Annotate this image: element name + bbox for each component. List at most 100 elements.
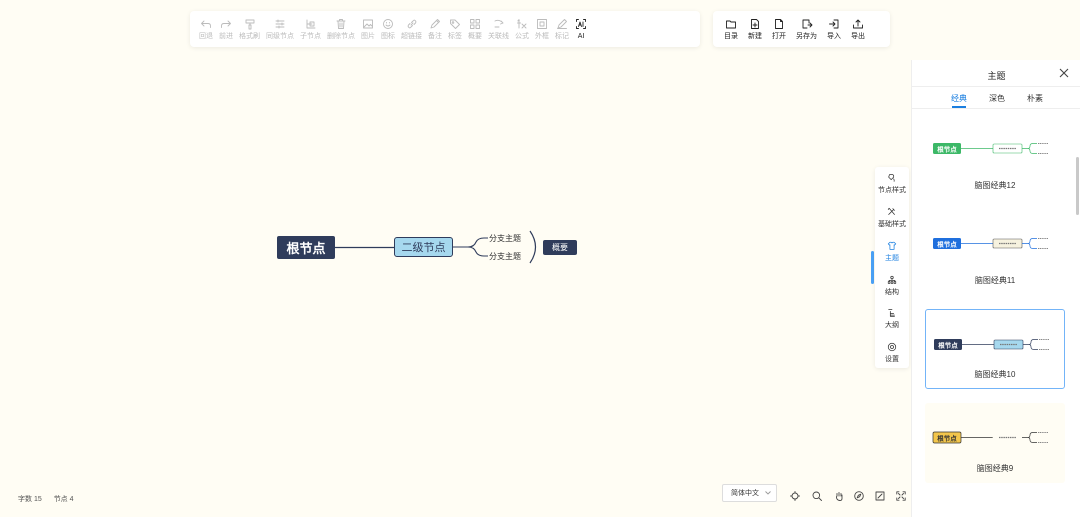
import-icon [828,18,840,30]
toolbar-button-emoji[interactable]: 图标 [381,13,395,45]
summary-icon [469,18,481,30]
toolbar-button-label: 标签 [448,32,462,40]
toolbar-button-import[interactable]: 导入 [827,13,841,45]
summary-node[interactable]: 概要 [543,240,577,255]
link-icon [407,19,416,28]
zoom-icon [812,491,822,501]
branch-node-2[interactable]: 分支主题 [489,252,521,261]
edit-toolbar: 回退前进格式刷同级节点子节点删除节点图片图标超链接备注标签概要关联线公式外框标记… [190,11,700,47]
tab-classic[interactable]: 经典 [951,94,967,103]
toolbar-button-redo[interactable]: 前进 [219,13,233,45]
redo-icon [220,18,232,30]
zoom-button[interactable] [812,488,822,501]
locate-icon [790,491,800,501]
toolbar-button-label: 公式 [515,32,529,40]
navigator-button[interactable] [854,488,864,501]
toolbar-button-mark[interactable]: 标记 [555,13,569,45]
theme-card[interactable]: 根节点 [925,309,1065,389]
toolbar-button-save-as[interactable]: 另存为 [796,13,817,45]
export-icon [853,19,863,28]
delete-icon [335,18,347,30]
mark-icon [557,18,567,29]
panel-header: 主题 [912,60,1080,87]
toolbar-button-note[interactable]: 备注 [428,13,442,45]
sidetab-base-style[interactable]: 基础样式 [875,203,909,233]
toolbar-button-label: 新建 [748,32,762,40]
association-line-icon [494,19,503,27]
sidetab-node-style[interactable]: 节点样式 [875,169,909,199]
theme-card[interactable]: 根节点 [925,209,1065,289]
tab-simple[interactable]: 朴素 [1027,94,1043,103]
tab-dark[interactable]: 深色 [989,94,1005,103]
theme-name: 脑图经典10 [974,370,1016,379]
toolbar-button-link[interactable]: 超链接 [401,13,422,45]
second-level-node[interactable]: 二级节点 [394,237,453,257]
toolbar-button-sibling-node[interactable]: 同级节点 [266,13,294,45]
tag-icon [449,18,461,30]
toolbar-button-new-file[interactable]: 新建 [748,13,762,45]
sidetab-theme[interactable]: 主题 [875,237,909,267]
side-tabs: 节点样式基础样式主题结构大纲设置 [875,167,909,368]
toolbar-button-open-file[interactable]: 打开 [772,13,786,45]
hand-button[interactable] [834,488,844,501]
toolbar-button-summary[interactable]: 概要 [468,13,482,45]
theme-name: 脑图经典12 [974,181,1016,190]
locate-button[interactable] [790,488,800,501]
theme-preview-root: 根节点 [937,240,957,249]
toolbar-button-association-line[interactable]: 关联线 [488,13,509,45]
note-icon [429,18,441,30]
mark-icon [556,18,568,30]
toolbar-button-formula[interactable]: 公式 [515,13,529,45]
theme-preview: 根节点 [932,431,1048,444]
chevron-down-icon [765,491,771,495]
toolbar-button-directory[interactable]: 目录 [724,13,738,45]
toolbar-button-label: 格式刷 [239,32,260,40]
format-painter-icon [245,19,254,29]
theme-name: 脑图经典11 [974,276,1016,285]
toolbar-button-label: 导入 [827,32,841,40]
sidetab-settings[interactable]: 设置 [875,338,909,368]
word-count: 字数 15 [18,496,42,503]
theme-preview: 根节点 [934,339,1049,350]
theme-preview-root: 根节点 [937,145,957,154]
edit-button[interactable] [875,488,885,501]
base-style-icon [887,207,895,215]
bottom-tools: 简体中文 [722,484,777,502]
import-icon [829,19,839,28]
outer-frame-icon [536,18,548,30]
language-select[interactable]: 简体中文 [722,484,777,502]
toolbar-button-child-node[interactable]: 子节点 [300,13,321,45]
toolbar-button-label: 概要 [468,32,482,40]
image-icon [362,18,374,30]
toolbar-button-tag[interactable]: 标签 [448,13,462,45]
mindmap-canvas[interactable]: 根节点 二级节点 分支主题 分支主题 概要 [0,0,910,517]
theme-card[interactable]: 根节点 [925,403,1065,483]
panel-scrollbar[interactable] [1076,157,1079,215]
image-icon [363,19,373,28]
active-tab-indicator [871,251,874,284]
toolbar-button-image[interactable]: 图片 [361,13,375,45]
toolbar-button-outer-frame[interactable]: 外框 [535,13,549,45]
toolbar-button-undo[interactable]: 回退 [199,13,213,45]
redo-icon [221,20,231,28]
toolbar-button-delete[interactable]: 删除节点 [327,13,355,45]
theme-card[interactable]: 根节点 [925,114,1065,194]
note-icon [430,18,440,28]
toolbar-button-format-painter[interactable]: 格式刷 [239,13,260,45]
new-file-icon [749,18,761,30]
toolbar-button-label: 前进 [219,32,233,40]
toolbar-button-label: 关联线 [488,32,509,40]
sidetab-outline[interactable]: 大纲 [875,304,909,334]
toolbar-button-ai[interactable]: AI [575,13,587,45]
file-toolbar: 目录新建 打开另存为导入 导出 [713,11,890,47]
toolbar-button-export[interactable]: 导出 [851,13,865,45]
tab-underline [952,106,966,108]
sibling-node-icon [274,18,286,30]
close-icon[interactable] [1059,68,1069,78]
branch-node-1[interactable]: 分支主题 [489,234,521,243]
root-node[interactable]: 根节点 [277,236,335,259]
sidetab-structure[interactable]: 结构 [875,271,909,301]
fullscreen-button[interactable] [896,488,906,501]
theme-icon [887,241,897,250]
directory-icon [725,18,737,30]
